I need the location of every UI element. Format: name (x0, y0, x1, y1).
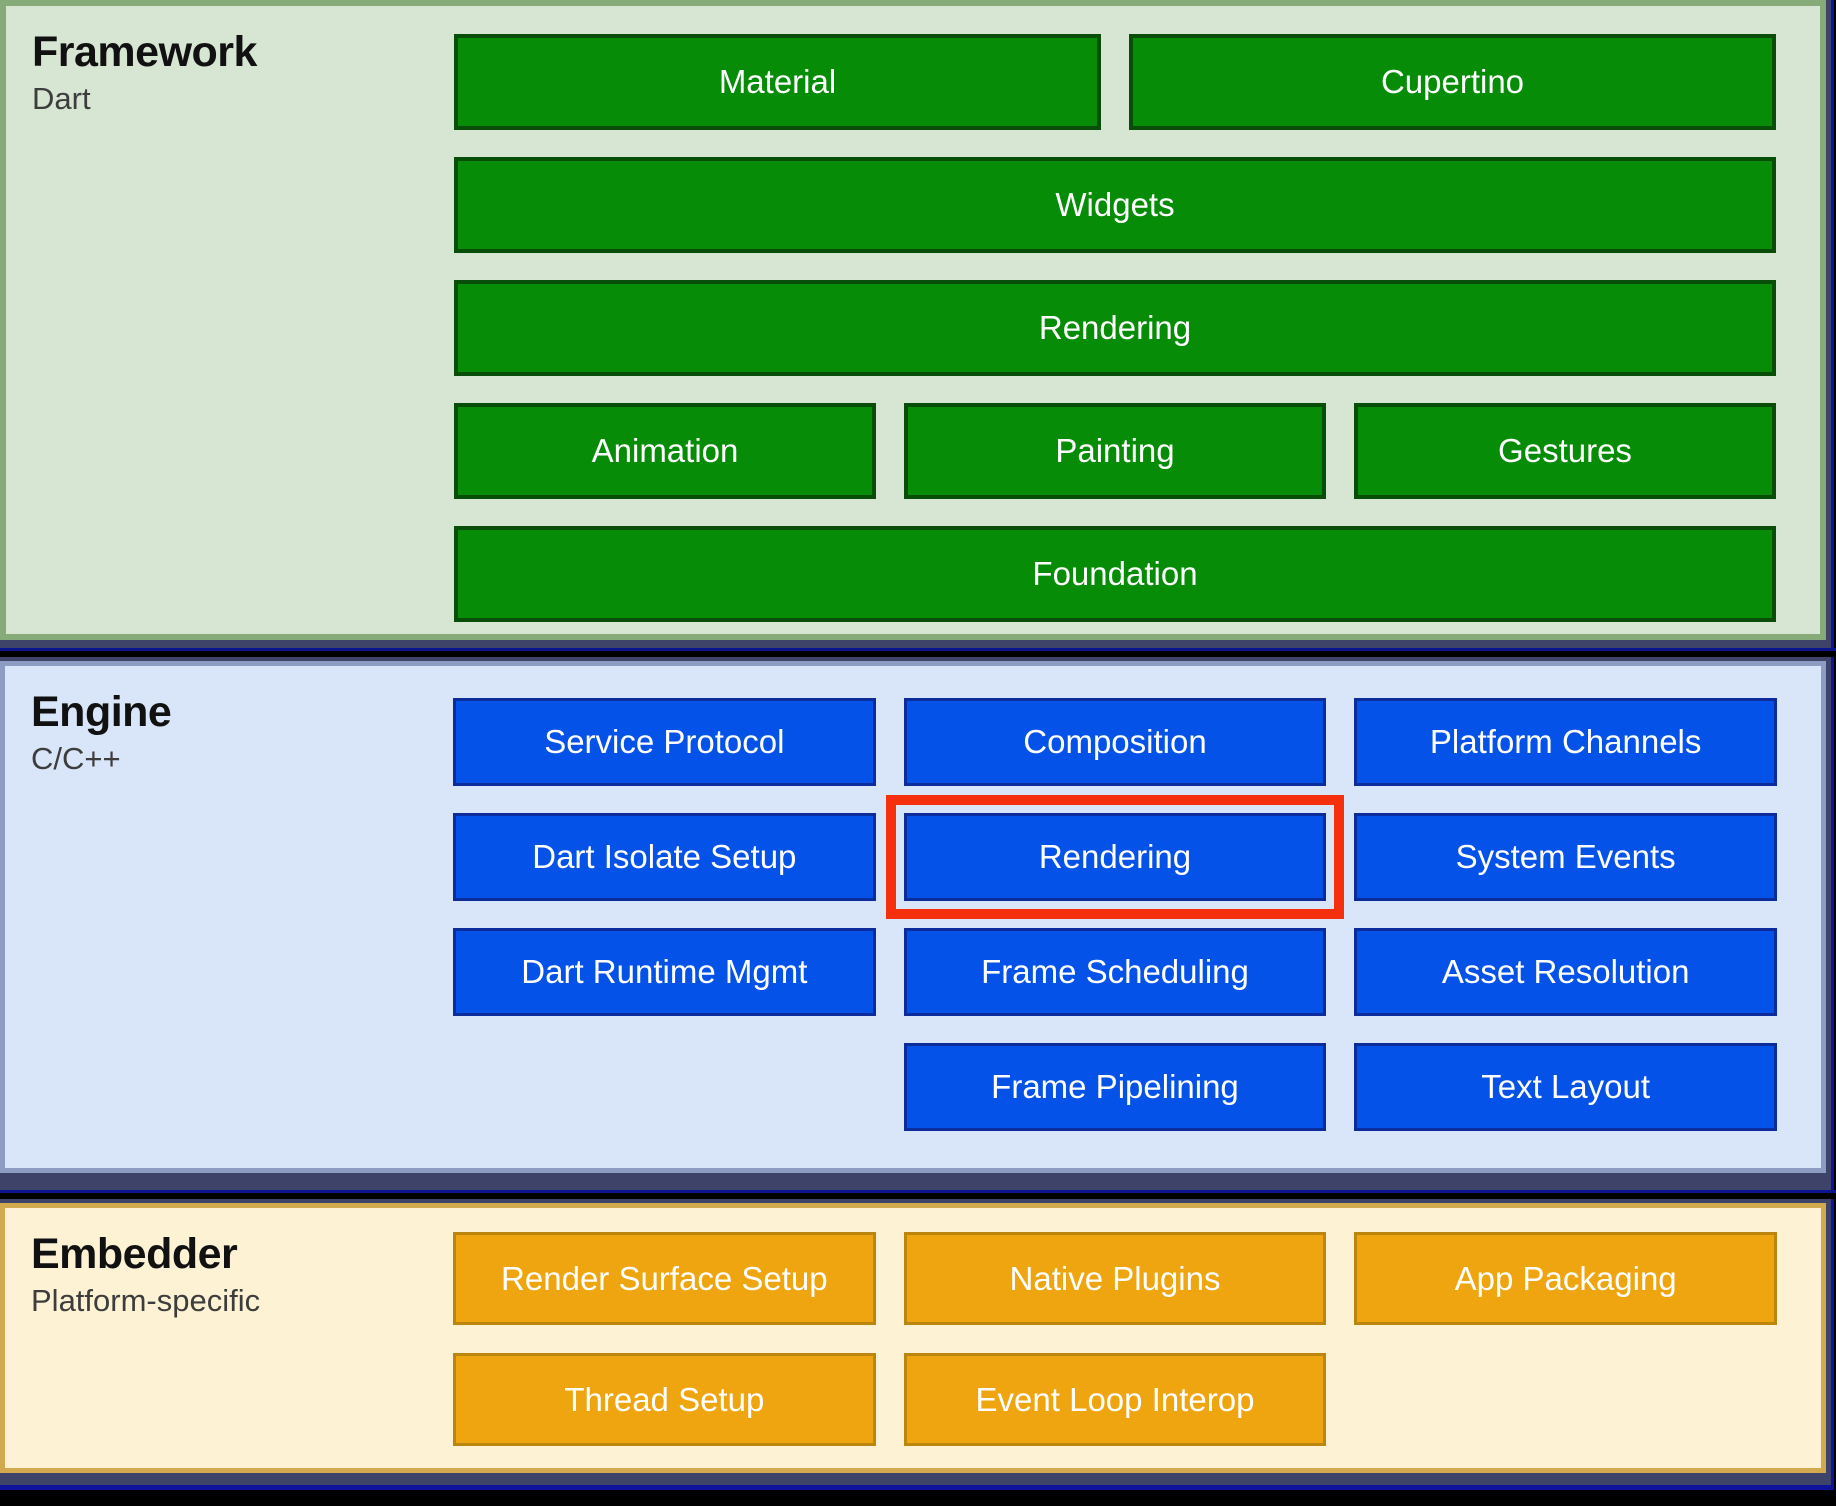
box-app-packaging: App Packaging (1354, 1232, 1777, 1325)
box-frame-scheduling: Frame Scheduling (903, 928, 1327, 1016)
engine-section: Engine C/C++ Service Protocol Compositio… (0, 661, 1826, 1173)
framework-subtitle: Dart (32, 81, 91, 117)
framework-title: Framework (32, 28, 257, 76)
framework-section: Framework Dart Material Cupertino Widget… (0, 0, 1826, 640)
box-cupertino: Cupertino (1129, 34, 1776, 130)
box-service-protocol: Service Protocol (453, 698, 876, 786)
highlight-ring-rendering: Rendering (885, 795, 1345, 919)
box-rendering-engine: Rendering (903, 813, 1327, 901)
box-asset-resolution: Asset Resolution (1354, 928, 1777, 1016)
box-native-plugins: Native Plugins (903, 1232, 1327, 1325)
box-platform-channels: Platform Channels (1354, 698, 1777, 786)
box-system-events: System Events (1354, 813, 1777, 901)
section-shadow-divider (0, 648, 1836, 657)
engine-title: Engine (31, 688, 172, 736)
engine-boxes-grid: Service Protocol Composition Platform Ch… (453, 666, 1821, 1168)
box-frame-pipelining: Frame Pipelining (903, 1043, 1327, 1131)
engine-subtitle: C/C++ (31, 741, 121, 777)
box-widgets: Widgets (454, 157, 1776, 253)
box-animation: Animation (454, 403, 876, 499)
box-material: Material (454, 34, 1101, 130)
section-shadow-divider (0, 1190, 1836, 1199)
framework-label-column: Framework Dart (6, 6, 454, 634)
embedder-label-column: Embedder Platform-specific (5, 1208, 453, 1468)
box-dart-runtime-mgmt: Dart Runtime Mgmt (453, 928, 876, 1016)
box-event-loop-interop: Event Loop Interop (903, 1353, 1327, 1446)
engine-label-column: Engine C/C++ (5, 666, 453, 1168)
box-render-surface-setup: Render Surface Setup (453, 1232, 876, 1325)
box-rendering-framework: Rendering (454, 280, 1776, 376)
embedder-section: Embedder Platform-specific Render Surfac… (0, 1203, 1826, 1473)
box-thread-setup: Thread Setup (453, 1353, 876, 1446)
embedder-boxes-grid: Render Surface Setup Native Plugins App … (453, 1208, 1821, 1468)
box-painting: Painting (904, 403, 1326, 499)
box-composition: Composition (903, 698, 1327, 786)
box-text-layout: Text Layout (1354, 1043, 1777, 1131)
box-dart-isolate-setup: Dart Isolate Setup (453, 813, 876, 901)
embedder-title: Embedder (31, 1230, 238, 1278)
framework-boxes-grid: Material Cupertino Widgets Rendering Ani… (454, 6, 1820, 634)
box-gestures: Gestures (1354, 403, 1776, 499)
embedder-subtitle: Platform-specific (31, 1283, 261, 1319)
box-foundation: Foundation (454, 526, 1776, 622)
